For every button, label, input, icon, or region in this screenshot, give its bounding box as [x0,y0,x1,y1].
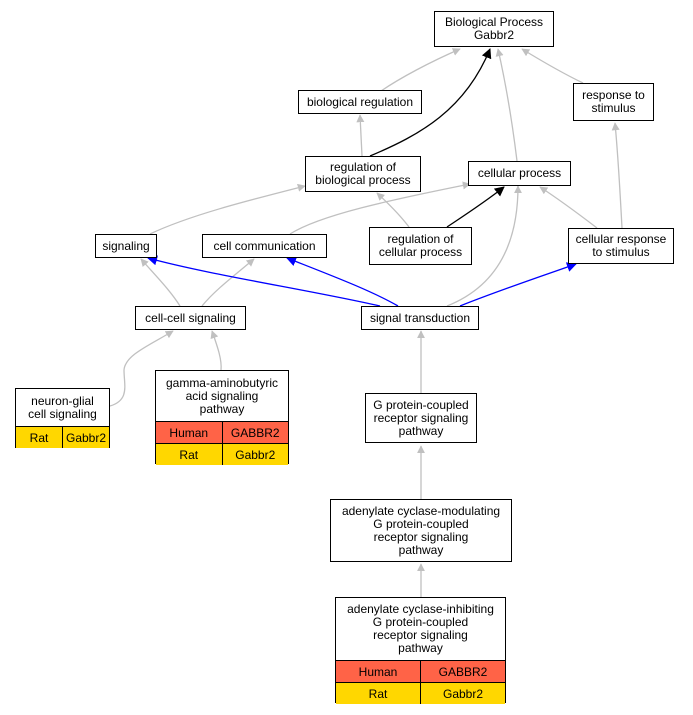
gene-cell: Gabbr2 [420,683,505,704]
node-signaling[interactable]: signaling [95,234,157,258]
species-cell: Human [358,664,398,679]
edge-cellcell-to-cellcomm [201,258,255,307]
edge-cellcell-to-signaling [140,258,181,307]
node-gpcr-signaling-pathway[interactable]: G protein-coupled receptor signaling pat… [365,393,477,443]
gene-cell: Gabbr2 [221,444,289,465]
edge-sigtrans-to-cellular [446,185,522,307]
node-response-to-stimulus[interactable]: response to stimulus [573,83,654,121]
species-row-rat: Rat Gabbr2 [336,682,505,704]
node-cell-communication[interactable]: cell communication [202,234,327,258]
term-label: gamma-aminobutyric acid signaling pathwa… [165,375,279,416]
edge-gaba-to-cellcell [210,330,222,371]
edge-sigtrans-to-cellcomm [286,256,399,307]
node-biological-regulation[interactable]: biological regulation [298,90,422,114]
node-neuron-glial-cell-signaling[interactable]: neuron-glial cell signaling Rat Gabbr2 [15,388,110,448]
edge-cellular-process-to-bp [495,48,518,162]
species-cell: Human [169,425,209,440]
node-biological-process[interactable]: Biological Process Gabbr2 [434,11,554,47]
edge-regbio-to-bioreg [356,114,365,157]
edge-response-to-bp [521,48,584,84]
edge-sigtrans-to-signaling [147,255,381,307]
edge-regcell-to-regbio [376,192,410,228]
node-gamma-aminobutyric-acid-signaling[interactable]: gamma-aminobutyric acid signaling pathwa… [155,370,289,465]
gene-cell: Gabbr2 [62,427,109,448]
gene-cell: GABBR2 [221,422,289,443]
node-adenylate-cyclase-inhibiting[interactable]: adenylate cyclase-inhibiting G protein-c… [335,597,506,704]
node-adenylate-cyclase-modulating[interactable]: adenylate cyclase-modulating G protein-c… [330,499,512,562]
species-row-human: Human GABBR2 [336,660,505,682]
edge-signaling-to-regbio [149,183,306,235]
species-cell: Rat [368,686,388,701]
gene-cell: GABBR2 [420,661,505,682]
edge-sigtrans-to-cellresp [459,262,577,307]
edge-regbio-to-bp [369,48,492,157]
node-cellular-response-to-stimulus[interactable]: cellular response to stimulus [568,228,674,264]
edge-neuron-to-cellcell [109,330,174,407]
node-regulation-of-cellular-process[interactable]: regulation of cellular process [369,227,472,265]
edge-cellresp-to-response [611,122,623,229]
node-signal-transduction[interactable]: signal transduction [361,306,479,330]
edge-bioreg-to-bp [380,48,461,92]
edge-cellresp-to-cellular [539,186,598,229]
node-regulation-of-biological-process[interactable]: regulation of biological process [305,156,421,192]
node-cellular-process[interactable]: cellular process [468,161,571,186]
species-row-human: Human GABBR2 [156,421,288,443]
species-cell: Rat [29,430,49,445]
species-row-rat: Rat Gabbr2 [156,443,288,465]
edge-regcell-to-cellular [446,186,505,228]
term-label: adenylate cyclase-inhibiting G protein-c… [347,602,494,655]
species-cell: Rat [179,447,199,462]
edge-cellcomm-to-cellular [289,181,471,235]
node-cell-cell-signaling[interactable]: cell-cell signaling [135,306,246,330]
term-label: neuron-glial cell signaling [28,393,97,421]
species-row-rat: Rat Gabbr2 [16,426,109,448]
